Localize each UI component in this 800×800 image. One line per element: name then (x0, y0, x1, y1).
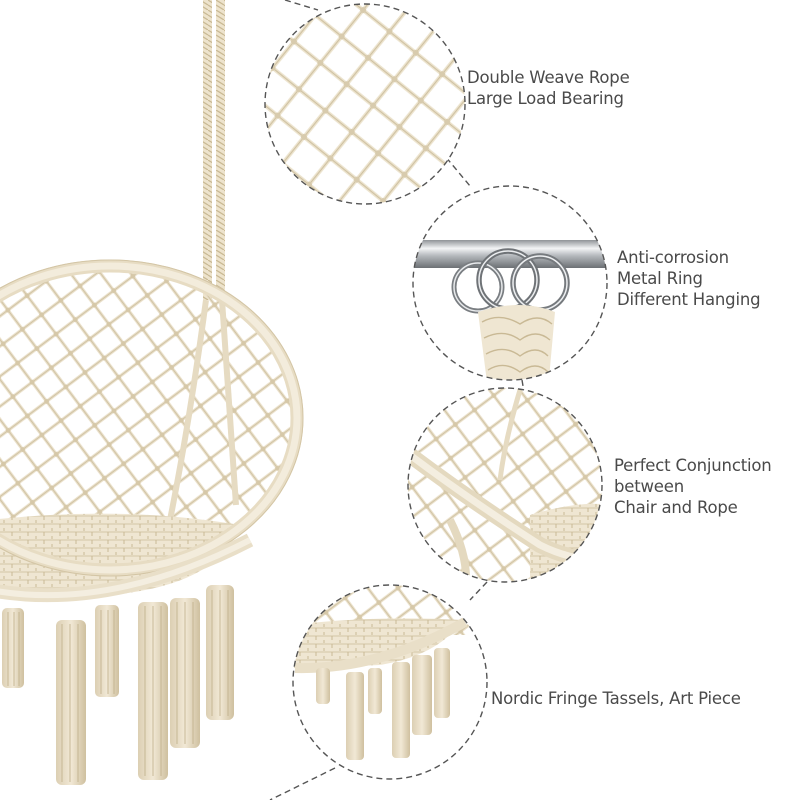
callout-label-line: Nordic Fringe Tassels, Art Piece (491, 689, 741, 708)
callout-circle-tassels (292, 584, 488, 780)
callout-label-line: Anti-corrosion (617, 248, 729, 267)
callout-label-tassels: Nordic Fringe Tassels, Art Piece (491, 688, 741, 709)
callout-circle-conjunction (407, 387, 603, 583)
callout-label-line: Metal Ring (617, 269, 703, 288)
callout-label-line: Different Hanging (617, 290, 761, 309)
callout-label-ring: Anti-corrosion Metal Ring Different Hang… (617, 247, 761, 310)
hammock-chair (0, 0, 304, 785)
callout-label-rope: Double Weave Rope Large Load Bearing (467, 67, 630, 109)
tassels (2, 585, 234, 785)
callout-label-conjunction: Perfect Conjunction between Chair and Ro… (614, 455, 772, 518)
callout-circle-ring (412, 185, 608, 381)
callout-label-line: between (614, 477, 684, 496)
callout-label-line: Perfect Conjunction (614, 456, 772, 475)
callout-label-line: Chair and Rope (614, 498, 738, 517)
callout-label-line: Double Weave Rope (467, 68, 630, 87)
callout-label-line: Large Load Bearing (467, 89, 624, 108)
callout-circle-rope (264, 3, 466, 205)
